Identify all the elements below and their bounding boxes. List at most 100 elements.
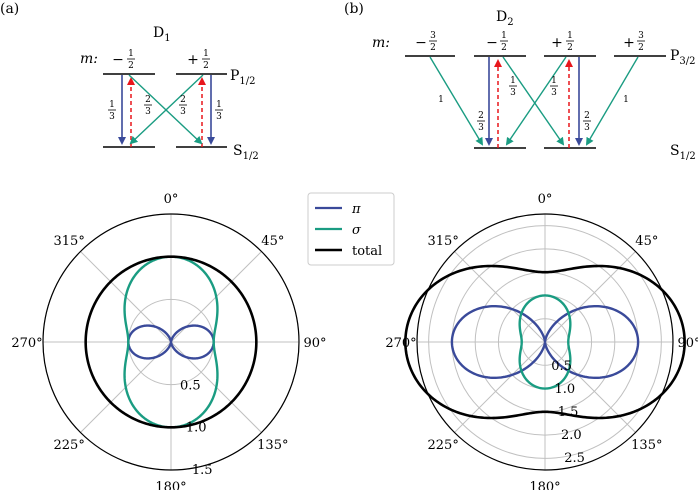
svg-text:2: 2 bbox=[180, 95, 186, 105]
radial-tick-label: 2.5 bbox=[564, 451, 585, 466]
svg-text:3: 3 bbox=[638, 31, 644, 41]
angular-grid-line bbox=[544, 251, 636, 343]
total-curve bbox=[84, 255, 258, 429]
legend-label-sigma: σ bbox=[352, 223, 362, 238]
radial-tick-label: 1.0 bbox=[186, 421, 207, 436]
m-num: 1 bbox=[128, 49, 134, 59]
polar-outer-ring bbox=[42, 213, 300, 471]
sigma-arrow bbox=[429, 56, 484, 146]
svg-text:3: 3 bbox=[216, 112, 222, 122]
m-sign: + bbox=[187, 52, 199, 68]
svg-text:2: 2 bbox=[584, 111, 590, 121]
fraction: 1 3 bbox=[215, 100, 223, 122]
sigma-arrow bbox=[129, 74, 204, 145]
angular-grid-line bbox=[454, 341, 546, 433]
svg-text:2: 2 bbox=[638, 43, 644, 53]
svg-text:3: 3 bbox=[510, 88, 516, 98]
sigma-curve bbox=[518, 294, 572, 390]
angle-label: 225° bbox=[428, 438, 459, 453]
coefficient-label: 1 bbox=[438, 95, 444, 105]
svg-text:1: 1 bbox=[551, 76, 557, 86]
pi-curve bbox=[127, 324, 215, 360]
svg-text:+: + bbox=[623, 35, 635, 51]
svg-text:1: 1 bbox=[109, 100, 115, 110]
panel-a-title-main: D bbox=[153, 25, 164, 41]
svg-text:3: 3 bbox=[145, 107, 151, 117]
angle-label: 135° bbox=[631, 438, 662, 453]
panel-a-diagram: (a) D1 m: − 1 2 + 1 2 P1/2 S1/2 bbox=[0, 1, 259, 162]
radial-tick-label: 1.5 bbox=[192, 463, 213, 478]
svg-text:3: 3 bbox=[584, 123, 590, 133]
fraction: 2 3 bbox=[477, 111, 485, 133]
svg-text:+: + bbox=[551, 35, 563, 51]
panel-b-m-value: − 1 2 bbox=[486, 31, 508, 53]
sigma-arrow bbox=[585, 56, 639, 146]
panel-a-m-value: + 1 2 bbox=[187, 49, 210, 71]
angle-label: 225° bbox=[54, 438, 85, 453]
panel-a-title-sub: 1 bbox=[164, 33, 170, 44]
angle-label: 45° bbox=[635, 234, 658, 249]
angular-grid-line bbox=[544, 341, 636, 433]
panel-b-m-value: + 1 2 bbox=[551, 31, 574, 53]
panel-a-title: D1 bbox=[153, 25, 171, 44]
fraction: 2 3 bbox=[144, 95, 152, 117]
angle-label: 315° bbox=[428, 234, 459, 249]
svg-text:−: − bbox=[415, 35, 427, 51]
m-den: 2 bbox=[128, 61, 134, 71]
panel-b-diagram: (b) D2 m: − 3 2 − 1 2 + 1 2 + 3 2 bbox=[344, 1, 696, 162]
panel-b-title: D2 bbox=[496, 9, 514, 28]
angle-label: 135° bbox=[257, 438, 288, 453]
angle-label: 0° bbox=[538, 192, 553, 207]
coefficient-label: 1 bbox=[623, 95, 629, 105]
sigma-arrow bbox=[502, 56, 565, 146]
svg-text:2: 2 bbox=[430, 43, 436, 53]
legend: π σ total bbox=[307, 192, 395, 266]
angle-label: 0° bbox=[164, 192, 179, 207]
panel-a-m-value: − 1 2 bbox=[112, 49, 135, 71]
radial-tick-label: 1.0 bbox=[554, 382, 575, 397]
svg-text:2: 2 bbox=[478, 111, 484, 121]
angular-grid-line bbox=[454, 251, 546, 343]
polar-chart-a: 0.5 1.0 1.5 0° 45° 90° 135° 180° 225° 270° 315° bbox=[11, 192, 326, 490]
fraction: 1 3 bbox=[509, 76, 517, 98]
angle-label: 90° bbox=[303, 336, 326, 351]
angle-label: 315° bbox=[54, 234, 85, 249]
legend-label-pi: π bbox=[351, 202, 361, 217]
m-num: 1 bbox=[203, 49, 209, 59]
angle-label: 270° bbox=[11, 336, 42, 351]
lower-level-label: S1/2 bbox=[670, 143, 696, 162]
svg-text:1: 1 bbox=[501, 31, 507, 41]
radial-tick-label: 1.5 bbox=[558, 405, 579, 420]
svg-text:1: 1 bbox=[510, 76, 516, 86]
panel-a-label: (a) bbox=[0, 1, 19, 17]
radial-tick-label: 2.0 bbox=[561, 428, 582, 443]
radial-tick-label: 0.5 bbox=[180, 378, 201, 393]
m-sign: − bbox=[112, 52, 124, 68]
angle-label: 180° bbox=[529, 480, 560, 490]
fraction: 1 3 bbox=[550, 76, 558, 98]
legend-label-total: total bbox=[352, 244, 382, 259]
angle-label: 45° bbox=[261, 234, 284, 249]
fraction: 1 3 bbox=[108, 100, 116, 122]
fraction: 2 3 bbox=[583, 111, 591, 133]
upper-level-label: P1/2 bbox=[230, 68, 256, 87]
m-den: 2 bbox=[203, 61, 209, 71]
svg-text:1: 1 bbox=[567, 31, 573, 41]
svg-text:2: 2 bbox=[145, 95, 151, 105]
svg-text:3: 3 bbox=[180, 107, 186, 117]
angle-label: 270° bbox=[385, 336, 416, 351]
svg-text:−: − bbox=[486, 35, 498, 51]
svg-text:1: 1 bbox=[216, 100, 222, 110]
total-curve bbox=[404, 264, 686, 420]
panel-b-m-value: + 3 2 bbox=[623, 31, 645, 53]
panel-a-m-label: m: bbox=[80, 51, 98, 67]
lower-level-label: S1/2 bbox=[233, 143, 259, 162]
svg-text:3: 3 bbox=[551, 88, 557, 98]
polar-chart-b: 0.51.01.52.02.50°45°90°135°180°225°270°3… bbox=[385, 192, 698, 490]
upper-level-label: P3/2 bbox=[670, 48, 696, 67]
panel-b-m-value: − 3 2 bbox=[415, 31, 437, 53]
angle-label: 180° bbox=[155, 480, 186, 490]
svg-text:3: 3 bbox=[109, 112, 115, 122]
sigma-arrow bbox=[128, 74, 203, 145]
